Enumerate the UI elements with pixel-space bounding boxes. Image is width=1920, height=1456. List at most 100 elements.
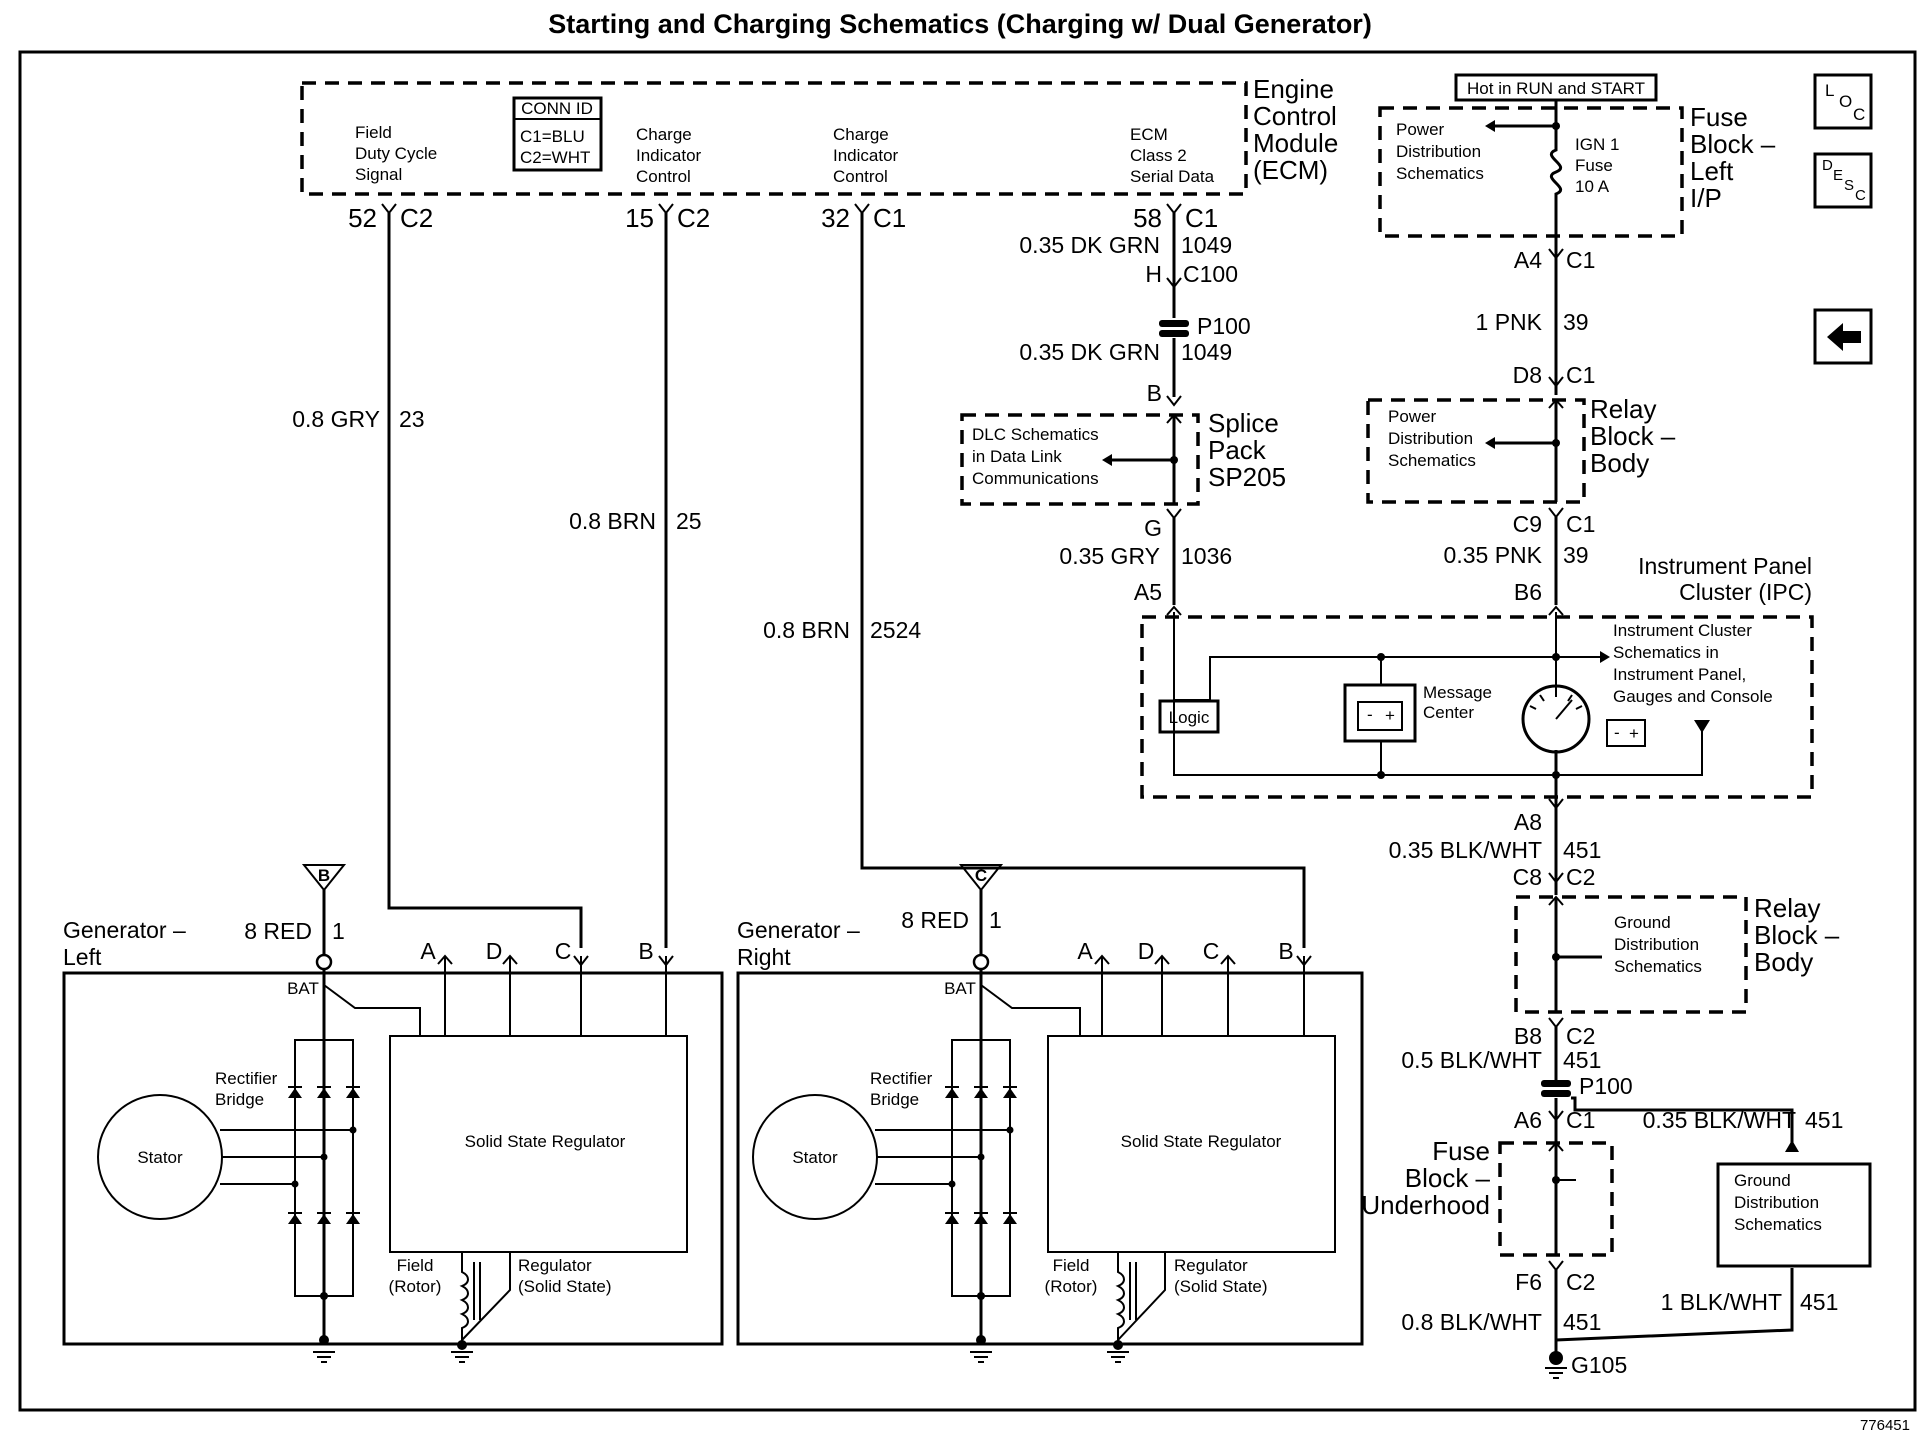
svg-text:C2: C2 — [400, 203, 433, 233]
svg-text:0.8 BLK/WHT: 0.8 BLK/WHT — [1401, 1309, 1542, 1335]
back-button[interactable] — [1813, 308, 1873, 365]
svg-text:Schematics: Schematics — [1614, 957, 1702, 976]
svg-text:Field: Field — [355, 123, 392, 142]
svg-text:Body: Body — [1590, 448, 1649, 478]
generator-left: Generator – Left B 8 RED 1 BAT Rectifier… — [62, 864, 724, 1363]
svg-text:O: O — [1839, 92, 1852, 111]
ground-dist-box-2[interactable]: Ground Distribution Schematics — [1716, 1162, 1872, 1268]
power-dist-ref-1[interactable]: Power Distribution Schematics — [1396, 120, 1484, 183]
svg-text:58: 58 — [1133, 203, 1162, 233]
ipc-box — [1140, 615, 1814, 799]
svg-text:(Rotor): (Rotor) — [1045, 1277, 1098, 1296]
svg-text:Power: Power — [1388, 407, 1437, 426]
svg-text:Underhood: Underhood — [1361, 1190, 1490, 1220]
svg-text:Class 2: Class 2 — [1130, 146, 1187, 165]
generator-left-regulator — [389, 1035, 688, 1253]
desc-button[interactable]: D E S C — [1813, 152, 1873, 209]
svg-text:+: + — [1385, 706, 1395, 725]
svg-text:(ECM): (ECM) — [1253, 155, 1328, 185]
svg-text:C2=WHT: C2=WHT — [520, 148, 590, 167]
svg-text:S: S — [1844, 177, 1854, 194]
svg-text:DLC Schematics: DLC Schematics — [972, 425, 1099, 444]
svg-text:Distribution: Distribution — [1734, 1193, 1819, 1212]
wire-2524-gauge: 0.8 BRN — [763, 617, 850, 643]
loc-button[interactable]: L O C — [1813, 73, 1873, 130]
svg-text:B8: B8 — [1514, 1023, 1542, 1049]
svg-text:Distribution: Distribution — [1388, 429, 1473, 448]
svg-text:Fuse: Fuse — [1690, 102, 1748, 132]
svg-text:C1=BLU: C1=BLU — [520, 127, 585, 146]
svg-text:A: A — [420, 938, 436, 964]
generator-right-bat-terminal — [958, 864, 1004, 892]
svg-text:P100: P100 — [1579, 1073, 1633, 1099]
instrument-cluster-ref[interactable]: Instrument Cluster Schematics in Instrum… — [1613, 621, 1773, 706]
ecm-box — [300, 81, 1248, 196]
ground-dist-ref-1[interactable]: Ground Distribution Schematics — [1614, 913, 1702, 976]
ecm-pin-labels: Field Duty Cycle Signal Charge Indicator… — [355, 123, 1215, 186]
svg-text:1: 1 — [989, 907, 1002, 933]
svg-text:Solid State Regulator: Solid State Regulator — [465, 1132, 626, 1151]
svg-text:Indicator: Indicator — [636, 146, 702, 165]
svg-text:BAT: BAT — [287, 979, 319, 998]
wire-23-circuit: 23 — [399, 406, 425, 432]
svg-text:Relay: Relay — [1754, 893, 1820, 923]
logic-block: Logic — [1158, 699, 1220, 734]
svg-text:0.35 BLK/WHT: 0.35 BLK/WHT — [1389, 837, 1542, 863]
svg-text:BAT: BAT — [944, 979, 976, 998]
svg-text:0.35 DK GRN: 0.35 DK GRN — [1019, 232, 1160, 258]
fuse-block-lip-name: Fuse Block – Left I/P — [1690, 102, 1776, 213]
svg-text:Logic: Logic — [1169, 708, 1210, 727]
svg-text:D: D — [486, 938, 503, 964]
svg-text:Generator –: Generator – — [63, 917, 186, 943]
svg-text:Signal: Signal — [355, 165, 402, 184]
svg-text:1: 1 — [332, 918, 345, 944]
svg-text:Bridge: Bridge — [870, 1090, 919, 1109]
svg-text:1036: 1036 — [1181, 543, 1232, 569]
svg-text:IGN 1: IGN 1 — [1575, 135, 1619, 154]
svg-text:Engine: Engine — [1253, 74, 1334, 104]
svg-text:Control: Control — [636, 167, 691, 186]
svg-text:+: + — [1629, 724, 1639, 743]
image-id: 776451 — [1860, 1417, 1910, 1434]
svg-text:E: E — [1833, 167, 1843, 184]
svg-text:C1: C1 — [1566, 511, 1595, 537]
ecm-pin-connectors: 52 C2 15 C2 32 C1 58 C1 — [348, 203, 1218, 233]
svg-text:ECM: ECM — [1130, 125, 1168, 144]
svg-text:Distribution: Distribution — [1614, 935, 1699, 954]
relay-block-top-box — [1366, 398, 1586, 504]
svg-text:8 RED: 8 RED — [244, 918, 312, 944]
relay-block-top-name: Relay Block – Body — [1590, 394, 1676, 478]
svg-text:Field: Field — [397, 1256, 434, 1275]
svg-text:451: 451 — [1800, 1289, 1838, 1315]
svg-text:Serial Data: Serial Data — [1130, 167, 1215, 186]
svg-text:Body: Body — [1754, 947, 1813, 977]
fuse-block-underhood-name: Fuse Block – Underhood — [1361, 1136, 1490, 1220]
svg-text:Block –: Block – — [1405, 1163, 1491, 1193]
dlc-schematics-ref[interactable]: DLC Schematics in Data Link Communicatio… — [972, 425, 1099, 488]
svg-text:B6: B6 — [1514, 579, 1542, 605]
svg-text:Charge: Charge — [833, 125, 889, 144]
ipc-name: Instrument Panel Cluster (IPC) — [1638, 553, 1812, 605]
svg-text:0.35 PNK: 0.35 PNK — [1444, 542, 1543, 568]
svg-text:0.35 GRY: 0.35 GRY — [1059, 543, 1160, 569]
hot-label-box: Hot in RUN and START — [1454, 73, 1658, 102]
svg-text:52: 52 — [348, 203, 377, 233]
svg-text:A8: A8 — [1514, 809, 1542, 835]
svg-text:C1: C1 — [1185, 203, 1218, 233]
svg-text:Schematics: Schematics — [1396, 164, 1484, 183]
svg-text:SP205: SP205 — [1208, 462, 1286, 492]
svg-text:Power: Power — [1396, 120, 1445, 139]
svg-text:Generator –: Generator – — [737, 917, 860, 943]
svg-text:1049: 1049 — [1181, 232, 1232, 258]
svg-text:Splice: Splice — [1208, 408, 1279, 438]
svg-text:P100: P100 — [1197, 313, 1251, 339]
svg-text:Instrument Panel: Instrument Panel — [1638, 553, 1812, 579]
svg-text:Communications: Communications — [972, 469, 1099, 488]
svg-text:451: 451 — [1563, 1047, 1601, 1073]
svg-text:Block –: Block – — [1590, 421, 1676, 451]
svg-text:Charge: Charge — [636, 125, 692, 144]
svg-text:8 RED: 8 RED — [901, 907, 969, 933]
power-dist-ref-2[interactable]: Power Distribution Schematics — [1388, 407, 1476, 470]
svg-text:Gauges and Console: Gauges and Console — [1613, 687, 1773, 706]
